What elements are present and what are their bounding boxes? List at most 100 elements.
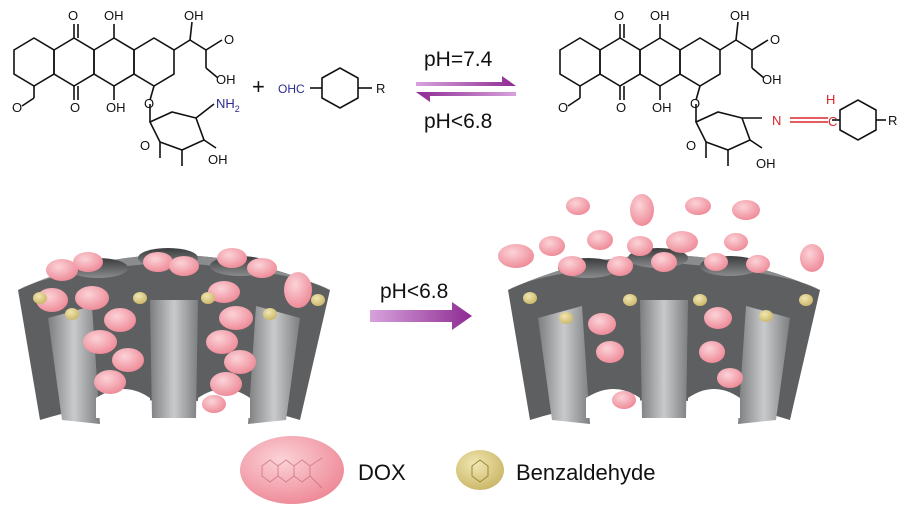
reverse-condition: pH<6.8: [424, 110, 492, 133]
equilibrium-arrows: pH=7.4 pH<6.8: [416, 48, 516, 133]
dox-molecule: [247, 258, 277, 278]
dox-molecule: [104, 308, 136, 332]
carrier-wall: [150, 300, 198, 418]
label-o: O: [140, 138, 150, 153]
release-arrow-group: pH<6.8: [370, 280, 472, 330]
label-oh: OH: [756, 156, 776, 171]
dox-molecule: [208, 281, 240, 303]
carrier-released: [498, 194, 824, 424]
carrier-wall: [738, 306, 790, 424]
amine-label: NH2: [216, 96, 240, 114]
legend-benzaldehyde-label: Benzaldehyde: [516, 460, 655, 485]
product-r-label: R: [888, 113, 897, 128]
imine-h-label: H: [826, 92, 835, 107]
imine-product-structure: [559, 21, 886, 166]
label-oh: OH: [650, 8, 670, 23]
label-o: O: [690, 96, 700, 111]
dox-molecule: [651, 252, 677, 272]
dox-molecule: [202, 395, 226, 413]
label-o: O: [144, 96, 154, 111]
forward-condition: pH=7.4: [424, 48, 493, 71]
legend-benzaldehyde-structure-icon: [471, 459, 489, 483]
legend: DOX Benzaldehyde: [240, 436, 655, 504]
benzaldehyde-gatekeepers-released: [523, 292, 813, 324]
plus-sign: +: [252, 74, 265, 99]
label-o: O: [614, 8, 624, 23]
legend-benzaldehyde-swatch: [456, 450, 504, 490]
dox-reactant-structure: [13, 21, 223, 166]
dox-molecule: [704, 307, 732, 329]
benzaldehyde-gatekeepers-loaded: [33, 292, 325, 320]
dox-molecule: [607, 256, 633, 276]
legend-dox-swatch: [240, 436, 344, 504]
dox-molecule: [596, 341, 624, 363]
label-oh: OH: [652, 100, 672, 115]
label-o: O: [770, 32, 780, 47]
dox-molecule: [94, 370, 126, 394]
label-o: O: [224, 32, 234, 47]
dox-molecule: [498, 244, 534, 268]
dox-molecule: [75, 286, 109, 310]
label-o: O: [70, 100, 80, 115]
dox-molecule: [612, 391, 636, 409]
benzaldehyde-molecule: [523, 292, 537, 304]
release-condition: pH<6.8: [380, 280, 448, 303]
dox-molecule: [112, 348, 144, 372]
label-oh: OH: [106, 100, 126, 115]
dox-molecule: [588, 313, 616, 335]
dox-molecule: [210, 372, 242, 396]
benzaldehyde-molecule: [263, 308, 277, 320]
dox-molecule: [73, 252, 103, 272]
ring-a: [13, 37, 55, 87]
legend-dox-structure-icon: [261, 457, 323, 489]
dox-molecule: [746, 255, 770, 273]
dox-molecule: [630, 194, 654, 226]
dox-molecule: [704, 253, 728, 271]
forward-arrow: [416, 76, 516, 86]
benzaldehyde-molecule: [201, 292, 215, 304]
dox-molecule: [627, 236, 653, 256]
dox-reactant-labels: O OH O OH O OH O OH O O NH2 OH: [12, 8, 240, 167]
dox-molecule: [219, 306, 253, 330]
reverse-arrow: [416, 92, 516, 102]
carrier-wall: [248, 306, 300, 424]
imine-c-label: C: [828, 114, 837, 129]
dox-molecule: [169, 256, 199, 276]
dox-molecule: [284, 272, 312, 308]
imine-n-label: N: [772, 113, 781, 128]
dox-molecule: [685, 197, 711, 215]
dox-molecule: [224, 350, 256, 374]
dox-molecule: [800, 244, 824, 272]
benzaldehyde-molecule: [33, 292, 47, 304]
benzaldehyde-molecule: [133, 292, 147, 304]
release-arrow: [370, 302, 472, 330]
dox-molecule: [566, 197, 590, 215]
carrier-loaded: [18, 248, 330, 424]
aldehyde-r-label: R: [376, 81, 385, 96]
benzaldehyde-structure: OHC R: [278, 67, 385, 109]
benzaldehyde-molecule: [799, 294, 813, 306]
label-o: O: [68, 8, 78, 23]
label-oh: OH: [208, 152, 228, 167]
dox-molecule: [724, 233, 748, 251]
label-oh: OH: [762, 72, 782, 87]
benzaldehyde-molecule: [311, 294, 325, 306]
label-o: O: [686, 138, 696, 153]
benzaldehyde-molecule: [693, 294, 707, 306]
aldehyde-cho-label: OHC: [278, 82, 305, 96]
carrier-pore-opening: [96, 389, 150, 418]
label-o: O: [12, 100, 22, 115]
label-oh: OH: [104, 8, 124, 23]
dox-molecule: [83, 330, 117, 354]
carrier-pore-opening: [688, 389, 740, 418]
label-o: O: [616, 100, 626, 115]
dox-molecule: [143, 252, 173, 272]
dox-molecules-loaded: [36, 248, 312, 413]
benzaldehyde-molecule: [65, 308, 79, 320]
label-oh: OH: [730, 8, 750, 23]
benzaldehyde-molecule: [623, 294, 637, 306]
imine-product-labels: O OH O OH O OH O OH O O N H C R OH: [558, 8, 897, 171]
dox-molecule: [558, 256, 586, 276]
label-oh: OH: [184, 8, 204, 23]
